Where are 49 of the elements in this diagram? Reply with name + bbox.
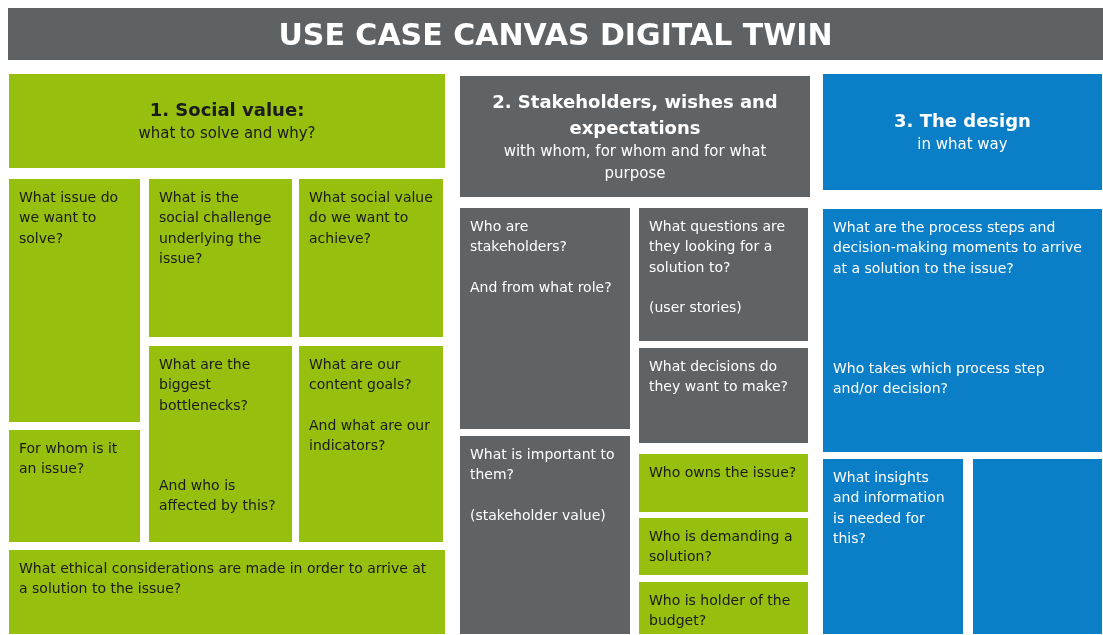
question-box [638,581,809,635]
question-box [638,347,809,444]
question-text: What are the biggest bottlenecks? [159,355,252,415]
question-text: Who is demanding a solution? [649,527,794,567]
question-text: What is the social challenge underlying the issue? [159,188,273,268]
note-text: And who is affected by this? [159,475,277,516]
question-box [638,517,809,576]
question-box [459,435,631,635]
question-text: Who owns the issue? [649,463,798,482]
section-heading: 2. Stakeholders, wishes and expectations [491,89,779,140]
question-box [8,178,141,423]
section-subheading: with whom, for whom and for what purpose [502,140,768,184]
question-text: What decisions do they want to make? [649,357,789,397]
question-text: Who is holder of the budget? [649,591,792,631]
question-text: What questions are they looking for a solution to? [649,217,787,277]
section-header-box [8,73,446,169]
question-box [298,345,444,543]
section-subheading: in what way [917,134,1008,156]
empty-box [972,458,1103,635]
question-box [8,549,446,635]
question-text: What ethical considerations are made in order to arrive at a solution to the issue? [19,559,428,599]
question-box [638,207,809,342]
note-text: (stakeholder value) [470,505,607,525]
section-subheading: what to solve and why? [138,123,316,145]
question-box [8,429,141,543]
note-text: And from what role? [470,277,613,297]
question-text: What are the process steps and decision-making moments to arrive at a solution to the issue? [833,218,1083,278]
question-text: Who are stakeholders? [470,217,568,257]
note-text: Who takes which process step and/or decision? [833,358,1046,399]
section-heading: 1. Social value: [149,98,305,123]
section-header-box [459,75,811,198]
question-text: What social value do we want to achieve? [309,188,433,248]
question-box [822,458,964,635]
note-text: (user stories) [649,297,743,317]
question-box [822,208,1103,453]
question-text: What is important to them? [470,445,616,485]
question-text: What are our content goals? [309,355,413,395]
note-text: And what are our indicators? [309,415,431,455]
title-banner: USE CASE CANVAS DIGITAL TWIN [8,8,1103,60]
question-box [298,178,444,338]
question-box [148,178,293,338]
question-text: For whom is it an issue? [19,439,119,479]
question-text: What issue do we want to solve? [19,188,120,248]
question-box [459,207,631,430]
question-box [148,345,293,543]
section-header-box [822,73,1103,191]
section-heading: 3. The design [894,109,1031,134]
question-box [638,453,809,513]
question-text: What insights and information is needed for this? [833,468,946,548]
